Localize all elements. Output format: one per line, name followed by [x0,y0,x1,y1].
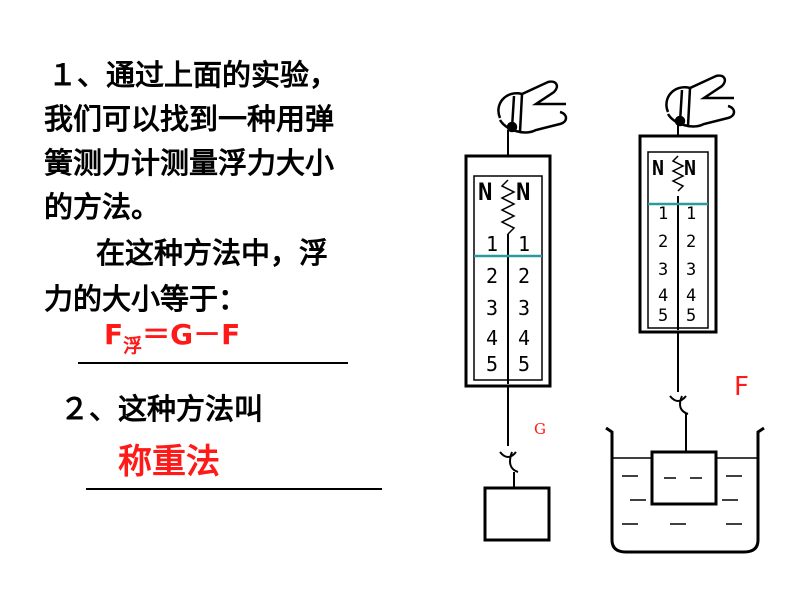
right-scale-unit-left: N [652,156,665,180]
left-scale-1a: 1 [486,232,499,256]
question-1-line-2: 我们可以找到一种用弹 [44,102,335,136]
right-scale-5a: 5 [658,306,669,326]
answer-2-underline [86,488,382,490]
left-scale-3a: 3 [486,296,499,320]
right-scale-3a: 3 [658,260,669,280]
right-scale-unit-right: N [684,156,697,180]
question-1-line-1: １、通过上面的实验， [48,58,339,92]
weight-block [483,486,551,542]
right-scale-4a: 4 [658,286,669,306]
right-scale-2b: 2 [686,232,697,252]
right-hand-icon [665,74,736,128]
left-scale-3b: 3 [518,296,531,320]
left-scale-2b: 2 [518,264,531,288]
tension-label-f: F [734,372,749,402]
question-1-line-5: 在这种方法中，浮 [96,236,329,270]
formula-f: F [104,318,124,351]
right-scale-5b: 5 [686,306,697,326]
left-hand-icon [497,80,568,134]
right-scale-1a: 1 [658,204,669,224]
right-scale-3b: 3 [686,260,697,280]
left-scale-1b: 1 [518,232,531,256]
right-scale-1b: 1 [686,204,697,224]
question-2-text: ２、这种方法叫 [60,392,264,426]
formula-rest: ＝G－F [142,318,241,351]
buoyancy-formula: F浮＝G－F [104,318,241,357]
left-scale-5a: 5 [486,352,499,376]
question-1-line-4: 的方法。 [44,190,161,224]
left-scale-4a: 4 [486,326,499,350]
question-1-line-6: 力的大小等于： [44,282,248,316]
submerged-block [650,450,718,506]
answer-1-underline [78,362,348,364]
left-scale-4b: 4 [518,326,531,350]
left-scale-unit-right: N [516,178,531,206]
left-scale-unit-left: N [478,178,493,206]
right-scale-4b: 4 [686,286,697,306]
left-spring-scale [464,80,568,542]
formula-subscript: 浮 [123,335,143,357]
right-scale-2a: 2 [658,232,669,252]
right-spring-scale [605,74,765,554]
question-1-line-3: 簧测力计测量浮力大小 [44,146,335,180]
water-beaker [605,426,765,554]
left-scale-5b: 5 [518,352,531,376]
answer-2-text: 称重法 [118,442,220,482]
left-scale-2a: 2 [486,264,499,288]
weight-label-g: G [534,420,546,438]
